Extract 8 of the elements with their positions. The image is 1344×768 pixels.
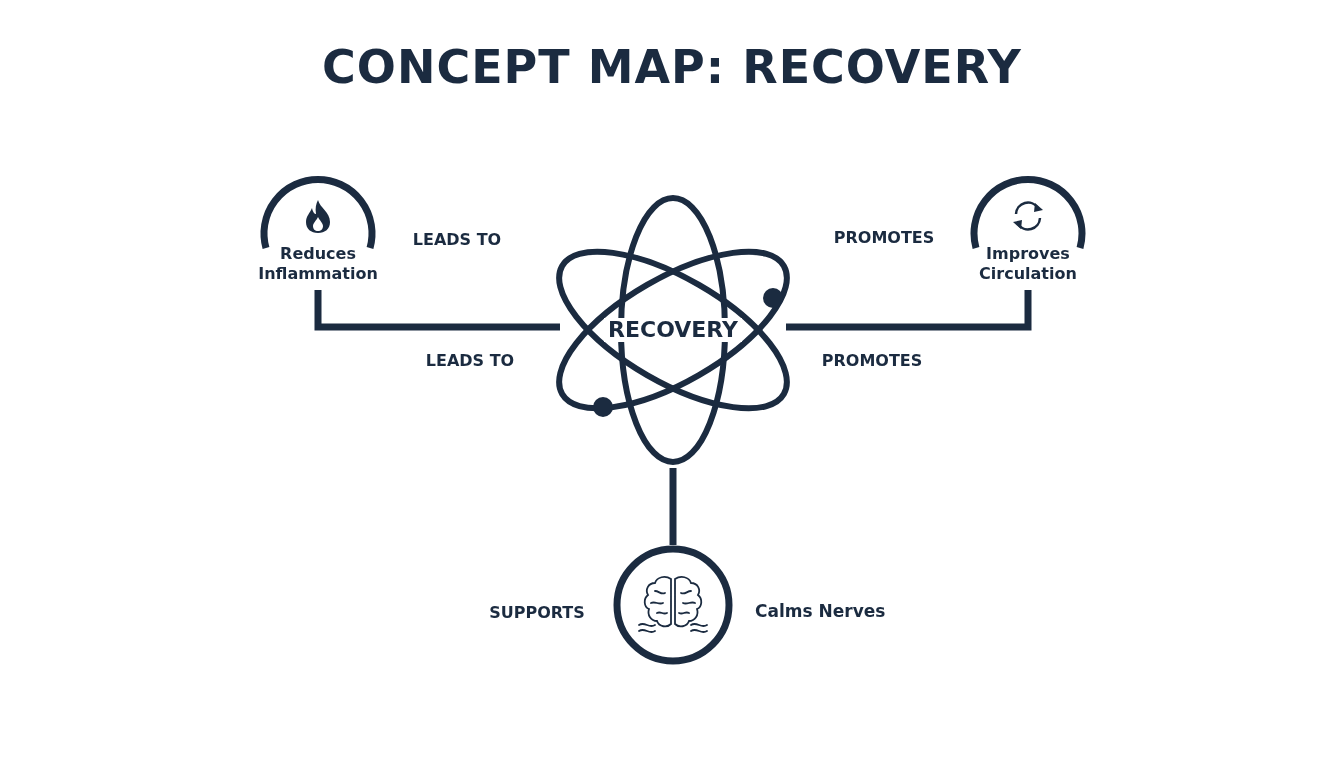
- relation-label: LEADS TO: [412, 229, 502, 249]
- concept-label: RECOVERY: [604, 318, 742, 342]
- relation-label: SUPPORTS: [489, 602, 585, 622]
- diagram-title: CONCEPT MAP: RECOVERY: [321, 40, 1023, 94]
- relation-label: PROMOTES: [833, 227, 935, 247]
- node-caption: Calms Nerves: [755, 601, 886, 621]
- concept-label: Improves Circulation: [978, 244, 1078, 284]
- concept-label: Reduces Inflammation: [257, 244, 379, 284]
